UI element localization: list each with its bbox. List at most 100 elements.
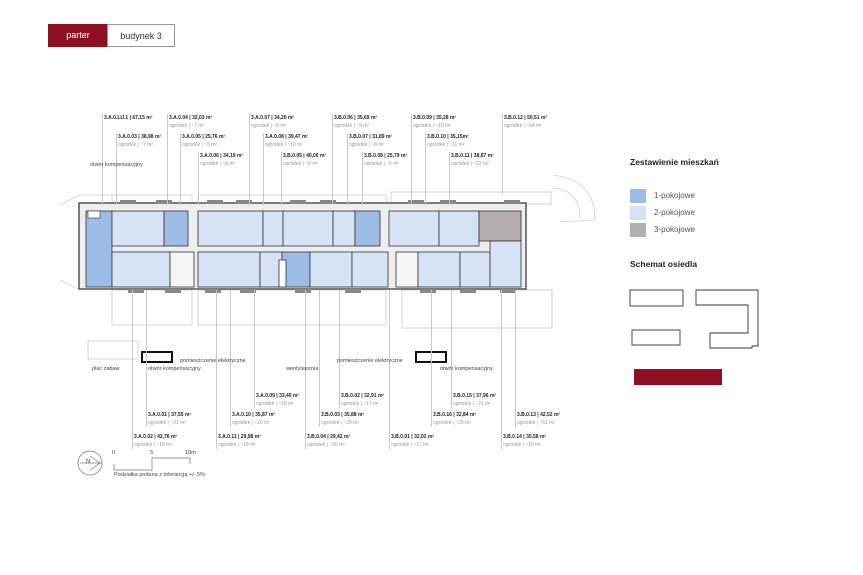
unit-area: 3.B.0.12 | 50,51 m²	[504, 115, 548, 121]
unit-area: 3.A.0.11 | 29,98 m²	[218, 434, 261, 440]
note-playground: plac zabaw	[92, 366, 120, 372]
unit-garden: ogródek | ~21 m²	[453, 401, 491, 407]
leader-line	[449, 152, 450, 205]
leader-line	[198, 152, 199, 205]
unit-garden: ogródek | ~19 m²	[134, 442, 172, 448]
unit-area: 3.B.0.10 | 35,15m²	[427, 134, 469, 140]
unit-label[interactable]: 3.A.0.04 | 32,03 m² ogródek | ~7 m²	[169, 114, 212, 130]
unit-label[interactable]: 3.A.0.02 | 42,76 m² ogródek | ~19 m²	[134, 433, 177, 449]
legend-label-1: 1-pokojowe	[654, 191, 695, 200]
unit-label[interactable]: 3.A.0.08 | 39,47 m² ogródek | ~10 m²	[265, 133, 308, 149]
unit-label[interactable]: 3.A.0.10 | 35,87 m² ogródek | ~20 m²	[232, 411, 275, 427]
leader-line	[501, 290, 502, 449]
leader-line	[132, 290, 133, 449]
unit-area: 3.A.0.02 | 42,76 m²	[134, 434, 178, 440]
note-compensation-top: otwór kompensacyjny	[90, 162, 143, 168]
scale-0: 0	[112, 450, 116, 456]
unit-label[interactable]: 3.B.0.12 | 50,51 m² ogródek | ~54 m²	[504, 114, 547, 130]
tab-building[interactable]: budynek 3	[107, 24, 175, 47]
unit-area: 3.B.0.08 | 25,79 m²	[364, 153, 408, 159]
unit-garden: ogródek | ~31 m²	[148, 420, 186, 426]
leader-line	[339, 290, 340, 408]
unit-area: 3.B.0.11 | 38,87 m²	[451, 153, 494, 159]
balconies	[120, 200, 520, 293]
note-electrical-left: pomieszczenie elektryczne	[180, 358, 246, 364]
unit-garden: ogródek | ~19 m²	[503, 442, 541, 448]
unit-area: 3.B.0.15 | 37,96 m²	[453, 393, 497, 399]
unit-area: 3.A.0.08 | 39,47 m²	[265, 134, 309, 140]
leader-line	[180, 133, 181, 205]
unit-area: 3.B.0.07 | 31,89 m²	[349, 134, 393, 140]
estate-schema	[629, 289, 759, 349]
unit-area: 3.B.0.16 | 32,84 m²	[433, 412, 477, 418]
unit-garden: ogródek | ~20 m²	[321, 420, 359, 426]
unit-label[interactable]: 3.A.0.09 | 33,40 m² ogródek | ~19 m²	[256, 392, 299, 408]
unit-garden: ogródek | ~20 m²	[232, 420, 270, 426]
leader-line	[102, 114, 103, 205]
unit-label[interactable]: 3.B.0.15 | 37,96 m² ogródek | ~21 m²	[453, 392, 496, 408]
unit-label[interactable]: 3.B.0.07 | 31,89 m² ogródek | ~8 m²	[349, 133, 392, 149]
unit-label[interactable]: 3.A.0.LU.1 | 67,15 m²	[104, 114, 152, 122]
unit-garden: ogródek | ~9 m²	[334, 123, 370, 129]
unit-garden: ogródek | ~29 m²	[433, 420, 471, 426]
unit-area: 3.A.0.03 | 38,98 m²	[118, 134, 162, 140]
unit-area: 3.B.0.03 | 35,88 m²	[321, 412, 365, 418]
unit-label[interactable]: 3.B.0.03 | 35,88 m² ogródek | ~20 m²	[321, 411, 364, 427]
legend-label-2: 2-pokojowe	[654, 208, 695, 217]
schema-title: Schemat osiedla	[630, 259, 698, 269]
leader-line	[249, 114, 250, 205]
leader-line	[305, 290, 306, 449]
leader-line	[230, 290, 231, 427]
unit-garden: ogródek | ~17 m²	[341, 401, 379, 407]
unit-garden: ogródek | ~9 m²	[283, 161, 319, 167]
unit-garden: ogródek | ~19 m²	[256, 401, 294, 407]
leader-line	[116, 133, 117, 205]
unit-area: 3.A.0.04 | 32,03 m²	[169, 115, 213, 121]
unit-garden: ogródek | ~18 m²	[218, 442, 256, 448]
leader-line	[389, 290, 390, 449]
unit-garden: ogródek | ~17 m²	[391, 442, 429, 448]
unit-label[interactable]: 3.B.0.16 | 32,84 m² ogródek | ~29 m²	[433, 411, 476, 427]
unit-area: 3.A.0.09 | 33,40 m²	[256, 393, 300, 399]
unit-garden: ogródek | ~8 m²	[200, 161, 236, 167]
leader-line	[347, 133, 348, 205]
legend-swatch-2	[630, 206, 646, 220]
unit-garden: ogródek | ~10 m²	[265, 142, 303, 148]
unit-area: 3.A.0.10 | 35,87 m²	[232, 412, 276, 418]
leader-line	[362, 152, 363, 205]
unit-garden: ogródek | ~5 m²	[182, 142, 218, 148]
unit-garden: ogródek | ~54 m²	[504, 123, 542, 129]
note-compensation-left: otwór kompensacyjny	[148, 366, 201, 372]
unit-garden: ogródek | ~10 m²	[413, 123, 451, 129]
scale-tolerance: Podziałka podana z tolerancją +/- 5%	[114, 472, 205, 478]
unit-label[interactable]: 3.A.0.11 | 29,98 m² ogródek | ~18 m²	[218, 433, 261, 449]
unit-garden: ogródek | ~8 m²	[349, 142, 385, 148]
leader-line	[502, 114, 503, 195]
unit-garden: ogródek | ~7 m²	[169, 123, 205, 129]
unit-area: 3.B.0.04 | 29,42 m²	[307, 434, 351, 440]
electrical-room-left	[141, 351, 173, 363]
north-label: N	[86, 459, 91, 465]
leader-line	[146, 290, 147, 427]
tab-parter[interactable]: parter	[48, 24, 108, 47]
leader-line	[332, 114, 333, 205]
leader-line	[319, 290, 320, 427]
